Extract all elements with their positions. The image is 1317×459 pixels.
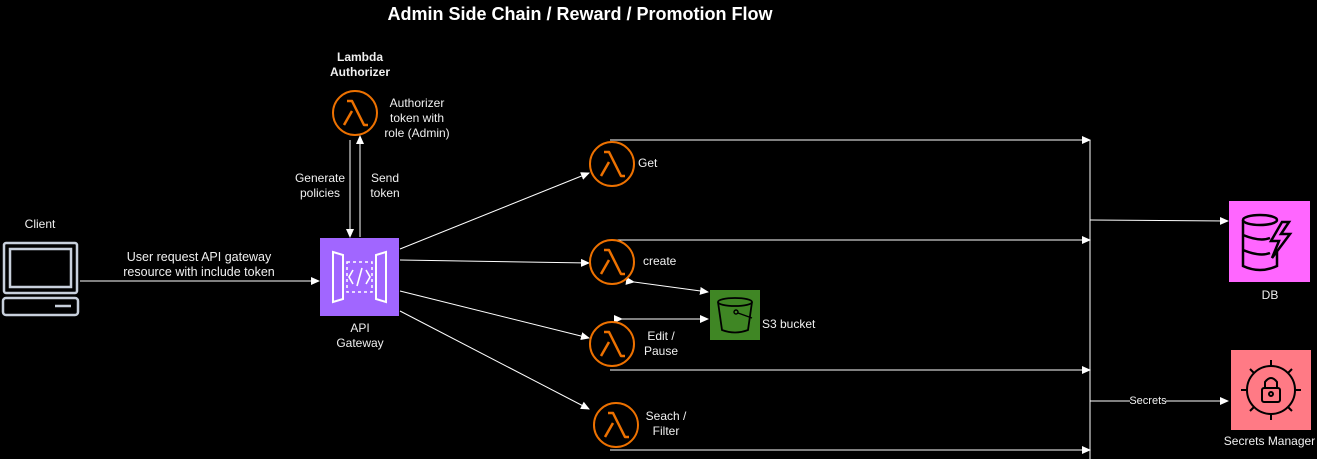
lambda-create-label: create <box>643 254 677 268</box>
lambda-icon <box>589 239 635 285</box>
lambda-icon <box>593 402 639 448</box>
api-gateway-label: API Gateway <box>336 321 384 350</box>
edge-gateway-edit <box>399 290 590 340</box>
lambda-icon <box>589 141 635 187</box>
secrets-edge-label: Secrets <box>1129 395 1167 407</box>
edge-bus-db <box>1089 216 1229 225</box>
s3-bucket-icon <box>710 290 760 340</box>
edge-create-s3 <box>625 276 709 295</box>
edge-gateway-search <box>399 310 590 410</box>
db-label: DB <box>1261 288 1279 302</box>
lambda-get-label: Get <box>638 156 658 170</box>
lambda-edit-label: Edit / Pause <box>643 329 679 358</box>
lambda-authorizer-heading: Lambda Authorizer <box>330 50 390 79</box>
secrets-manager-icon <box>1231 350 1311 430</box>
lambda-icon <box>589 321 635 367</box>
send-token-label: Send token <box>370 171 400 200</box>
lambda-icon <box>332 90 378 136</box>
client-request-label: User request API gateway resource with i… <box>123 250 275 279</box>
connectors <box>80 135 1229 459</box>
diagram-title: Admin Side Chain / Reward / Promotion Fl… <box>387 4 773 24</box>
generate-policies-label: Generate policies <box>294 171 346 200</box>
secrets-manager-label: Secrets Manager <box>1223 434 1316 448</box>
edge-gateway-create <box>399 258 590 267</box>
client-icon <box>1 241 80 317</box>
s3-bucket-label: S3 bucket <box>762 317 816 331</box>
lambda-search-label: Seach / Filter <box>645 409 687 438</box>
edge-gateway-get <box>399 172 590 250</box>
authorizer-label: Authorizer token with role (Admin) <box>384 96 450 140</box>
client-label: Client <box>24 217 56 231</box>
database-icon <box>1229 201 1310 282</box>
api-gateway-icon <box>320 238 399 316</box>
